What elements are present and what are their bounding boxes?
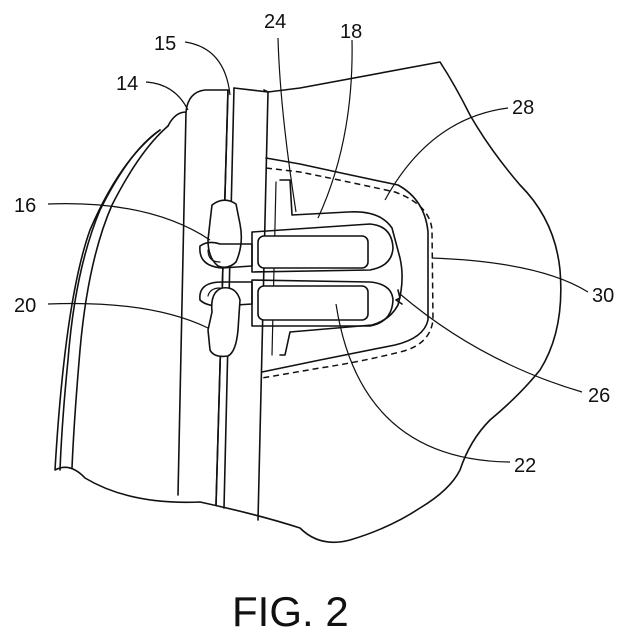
ref-26: 26	[588, 385, 610, 407]
front-panel-inner-edge	[72, 126, 168, 468]
ref-28: 28	[512, 97, 534, 119]
zipper-slider-16	[208, 200, 241, 267]
lower-pull-tab	[258, 286, 368, 320]
ref-14: 14	[116, 73, 138, 95]
leader-18	[318, 40, 352, 218]
ref-24: 24	[264, 11, 286, 33]
panel-14-strip	[168, 112, 186, 495]
leader-28	[385, 108, 508, 200]
leader-14	[146, 82, 188, 110]
ref-18: 18	[340, 21, 362, 43]
leader-24	[278, 38, 296, 212]
ref-16: 16	[14, 195, 36, 217]
leader-16	[48, 204, 210, 240]
ref-22: 22	[514, 455, 536, 477]
leader-15	[185, 42, 230, 95]
leader-22	[336, 304, 510, 462]
ref-30: 30	[592, 285, 614, 307]
zipper-slider-20	[208, 288, 240, 357]
ref-15: 15	[154, 33, 176, 55]
upper-pull-tab	[258, 236, 368, 268]
ref-20: 20	[14, 295, 36, 317]
figure-caption: FIG. 2	[232, 588, 349, 635]
leader-30	[432, 258, 588, 292]
